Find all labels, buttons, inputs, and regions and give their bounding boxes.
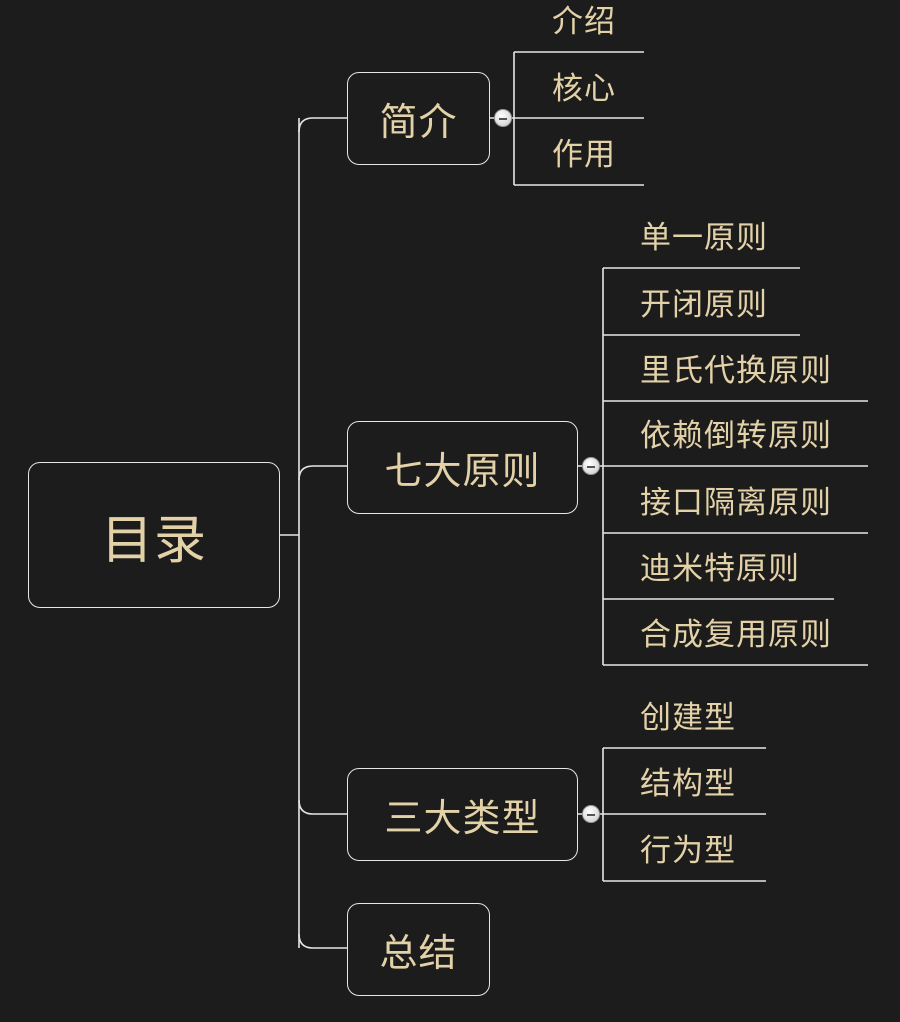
- leaf-principle-2[interactable]: 里氏代换原则: [640, 353, 832, 389]
- trunk-connector: [280, 118, 300, 948]
- connector-branch-0: [298, 117, 348, 133]
- leaf-principle-4[interactable]: 接口隔离原则: [640, 485, 832, 521]
- leaf-principle-6[interactable]: 合成复用原则: [640, 617, 832, 653]
- connector-branch-2: [298, 799, 348, 815]
- branch-node-intro[interactable]: 简介: [347, 72, 490, 165]
- collapse-minus-icon[interactable]: [494, 109, 512, 127]
- root-node[interactable]: 目录: [28, 462, 280, 608]
- leaf-type-0[interactable]: 创建型: [640, 700, 736, 736]
- branch-node-summary[interactable]: 总结: [347, 903, 490, 996]
- branch-node-principles[interactable]: 七大原则: [347, 421, 578, 514]
- collapse-minus-icon[interactable]: [582, 805, 600, 823]
- leaf-intro-0[interactable]: 介绍: [552, 4, 616, 40]
- collapse-minus-icon[interactable]: [582, 457, 600, 475]
- leaf-principle-1[interactable]: 开闭原则: [640, 287, 768, 323]
- connector-branch-3: [298, 933, 348, 949]
- leaf-principle-5[interactable]: 迪米特原则: [640, 551, 800, 587]
- leaf-principle-0[interactable]: 单一原则: [640, 220, 768, 256]
- leaf-intro-2[interactable]: 作用: [552, 137, 616, 173]
- branch-node-types[interactable]: 三大类型: [347, 768, 578, 861]
- leaf-type-1[interactable]: 结构型: [640, 766, 736, 802]
- leaf-type-2[interactable]: 行为型: [640, 833, 736, 869]
- leaf-principle-3[interactable]: 依赖倒转原则: [640, 418, 832, 454]
- leaf-intro-1[interactable]: 核心: [552, 71, 616, 107]
- connector-branch-1: [298, 465, 348, 481]
